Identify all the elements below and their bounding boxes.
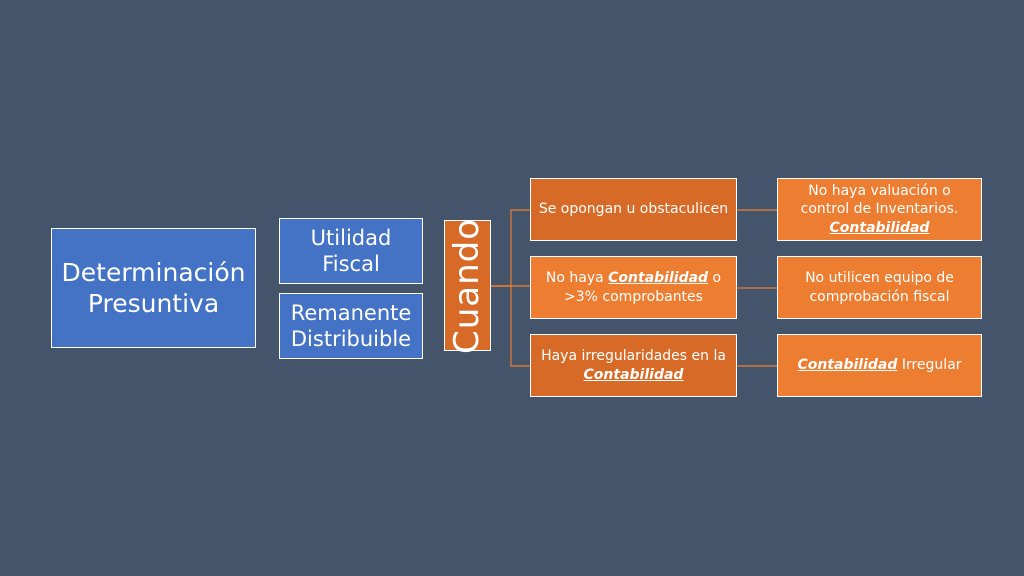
root-line2: Presuntiva — [87, 289, 220, 318]
root-node: Determinación Presuntiva — [51, 228, 256, 348]
condition-2: No haya Contabilidad o >3% comprobantes — [530, 256, 737, 319]
condition-3-pre: Haya irregularidades en la — [541, 348, 726, 365]
condition-3-emphasis: Contabilidad — [583, 366, 684, 383]
condition-2-pre: No haya — [545, 270, 609, 287]
branch-1-line1: Utilidad — [310, 225, 392, 250]
detail-2-text: No utilicen equipo de comprobación fisca… — [805, 270, 954, 305]
branch-2-line2: Distribuible — [290, 327, 412, 351]
detail-3-post: Irregular — [897, 357, 962, 374]
detail-3: Contabilidad Irregular — [777, 334, 982, 397]
connector-cuando-c1 — [491, 209, 530, 287]
connector-cuando-c3 — [491, 285, 530, 367]
detail-1-pre: No haya valuación o control de Inventari… — [800, 183, 959, 218]
branch-utilidad-fiscal: Utilidad Fiscal — [279, 218, 423, 284]
branch-2-line1: Remanente — [290, 300, 412, 325]
detail-2: No utilicen equipo de comprobación fisca… — [777, 256, 982, 319]
condition-1-text: Se opongan u obstaculicen — [538, 201, 729, 218]
branch-1-line2: Fiscal — [322, 252, 380, 276]
condition-1: Se opongan u obstaculicen — [530, 178, 737, 241]
detail-1: No haya valuación o control de Inventari… — [777, 178, 982, 241]
condition-2-emphasis: Contabilidad — [608, 270, 709, 287]
cuando-label: Cuando — [447, 217, 488, 354]
root-line1: Determinación — [61, 257, 246, 287]
detail-3-emphasis: Contabilidad — [797, 357, 898, 374]
cuando-node: Cuando — [444, 217, 491, 354]
branch-remanente-distribuible: Remanente Distribuible — [279, 293, 423, 359]
detail-1-emphasis: Contabilidad — [829, 219, 930, 236]
condition-3: Haya irregularidades en la Contabilidad — [530, 334, 737, 397]
condition-2-post: o >3% comprobantes — [564, 270, 722, 305]
